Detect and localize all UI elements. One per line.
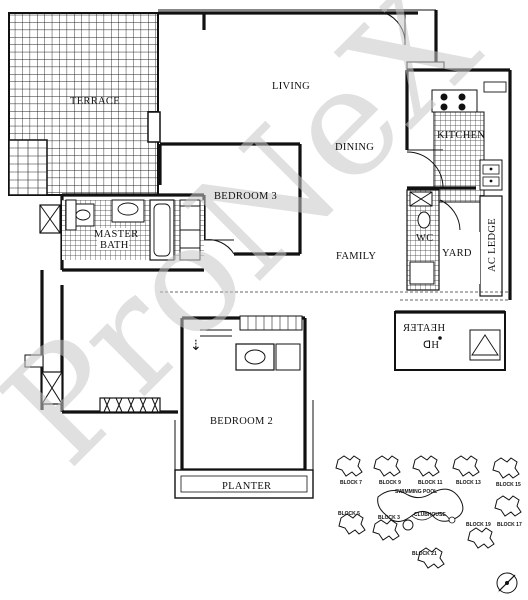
bedroom2-label: BEDROOM 2 [210, 416, 273, 427]
block19-label: BLOCK 19 [466, 522, 491, 528]
master-bath-label-1: MASTER [94, 229, 138, 240]
clubhouse-label: CLUBHOUSE [414, 512, 446, 518]
swimming-pool [377, 488, 464, 531]
ac-ledge-label: AC LEDGE [487, 218, 498, 272]
master-bath [39, 199, 204, 261]
svg-text:⇣: ⇣ [190, 339, 202, 354]
north-arrow-icon [496, 572, 518, 594]
block15-label: BLOCK 15 [496, 482, 521, 488]
block13-label: BLOCK 13 [456, 480, 481, 486]
block9-label: BLOCK 9 [379, 480, 401, 486]
living-label: LIVING [272, 81, 310, 92]
bedroom3-door [203, 239, 235, 255]
wc-label: WC [416, 233, 434, 244]
terrace-steps [8, 139, 48, 196]
store-label: ЯƎTAƎH [403, 323, 445, 334]
terrace-area [8, 12, 161, 196]
master-bath-label-2: BATH [100, 240, 129, 251]
dh-label: ᗡH [423, 340, 439, 351]
wc-yard-area [406, 189, 503, 297]
terrace-label: TERRACE [70, 96, 120, 107]
block17-label: BLOCK 17 [497, 522, 522, 528]
block-shapes [335, 455, 522, 569]
site-plan: BLOCK 7 BLOCK 9 BLOCK 11 BLOCK 13 BLOCK … [335, 455, 522, 594]
family-label: FAMILY [336, 251, 376, 262]
dining-label: DINING [335, 142, 374, 153]
pool-label: SWIMMING POOL [395, 489, 437, 495]
block21-label: BLOCK 21 [412, 551, 437, 557]
wardrobe [24, 354, 161, 413]
heater-store [394, 310, 506, 371]
bedroom3-label: BEDROOM 3 [214, 191, 277, 202]
block7-label: BLOCK 7 [340, 480, 362, 486]
corridor-fixtures: ⇣ [190, 315, 303, 371]
entrance-door [384, 12, 406, 46]
kitchen-area [406, 81, 507, 203]
planter-label: PLANTER [222, 481, 271, 492]
block5-label: BLOCK 5 [338, 511, 360, 517]
block3-label: BLOCK 3 [378, 515, 400, 521]
kitchen-label: KITCHEN [437, 130, 485, 141]
yard-label: YARD [442, 248, 472, 259]
overhead-line [160, 291, 510, 301]
exterior-walls [40, 9, 512, 499]
block11-label: BLOCK 11 [418, 480, 443, 486]
